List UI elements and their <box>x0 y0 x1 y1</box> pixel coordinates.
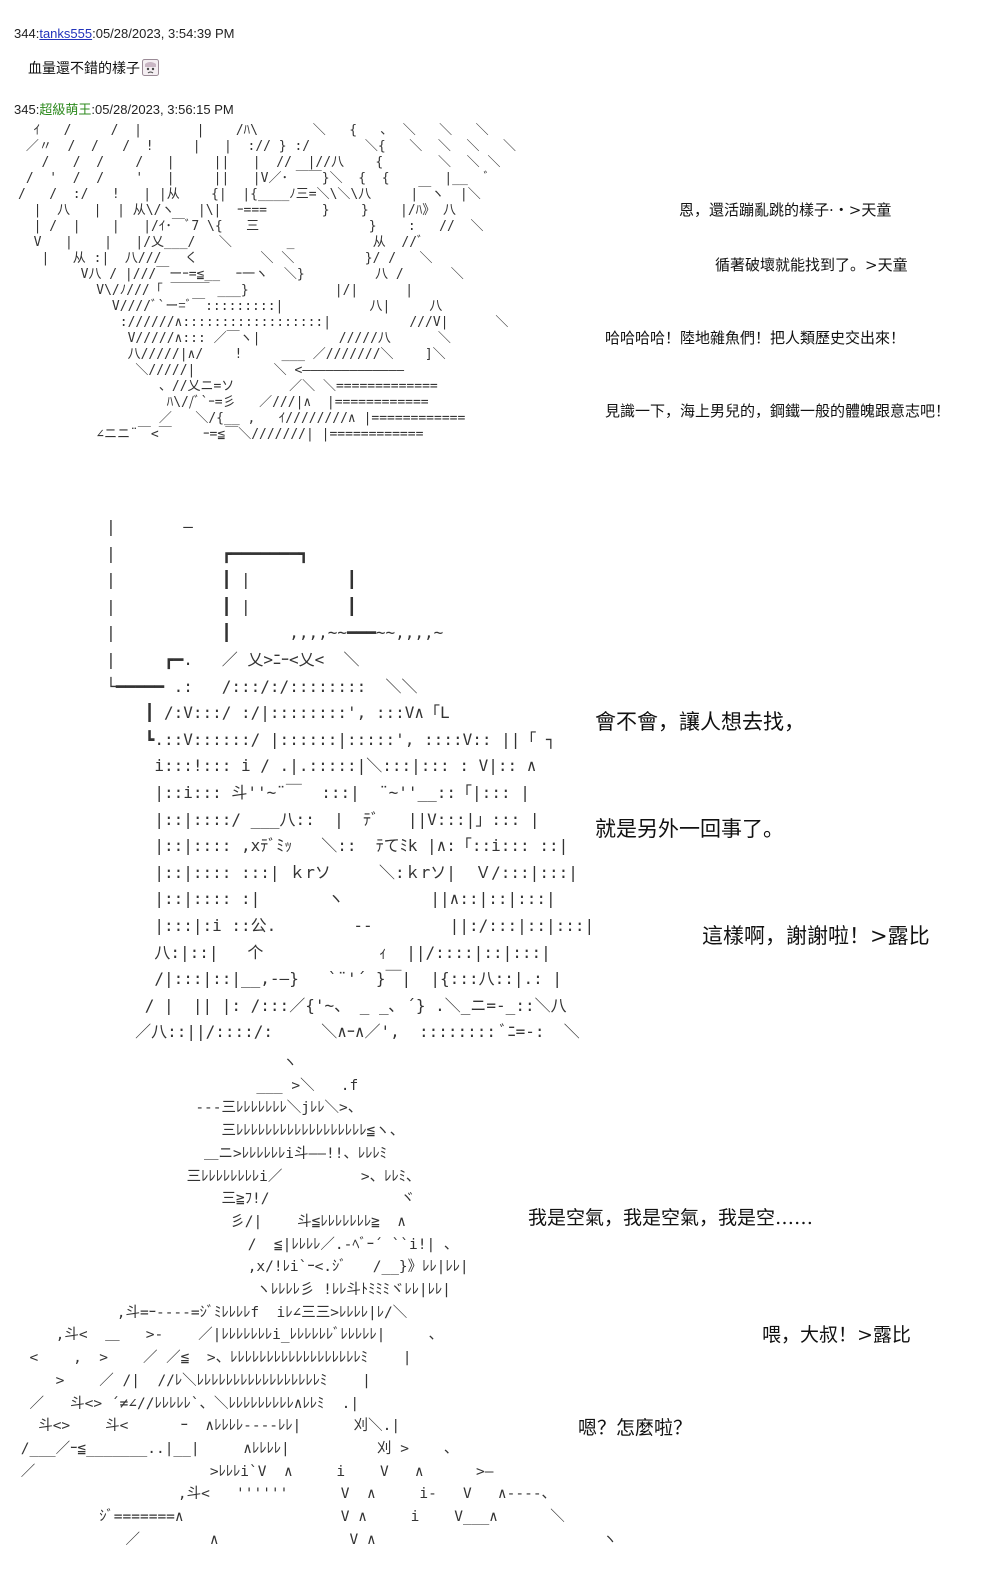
post-comment-344: 血量還不錯的樣子 <box>28 58 159 78</box>
dialogue-line-3-1: 我是空氣，我是空氣，我是空…… <box>528 1207 814 1229</box>
ascii-art-panel-3: ヽ ___ >＼ .f ---三ﾚﾚﾚﾚﾚﾚﾚ＼jﾚﾚ＼>、 三ﾚﾚﾚﾚﾚﾚﾚﾚ… <box>20 1055 618 1548</box>
sad-face-emote-icon <box>142 59 159 76</box>
post-header-344: 344:tanks555:05/28/2023, 3:54:39 PM <box>14 26 235 41</box>
username-name[interactable]: 超級萌王 <box>39 102 92 117</box>
post-number: 344 <box>14 26 36 41</box>
separator: : <box>35 26 40 41</box>
dialogue-line-1-1: 恩，還活蹦亂跳的樣子·‧>天童 <box>679 201 892 219</box>
dialogue-line-1-2: 循著破壞就能找到了。>天童 <box>715 256 908 274</box>
dialogue-line-2-1: 會不會，讓人想去找， <box>595 710 805 734</box>
ascii-art-panel-1: ｲ / / | | /ﾊ\ ＼ { ､ ＼ ＼ ＼ ／〃 / / / ! | |… <box>18 123 516 442</box>
post-datetime: 05/28/2023, 3:56:15 PM <box>94 102 234 117</box>
dialogue-line-1-3: 哈哈哈哈！陸地雜魚們！把人類歷史交出來！ <box>605 329 906 347</box>
dialogue-line-3-2: 喂，大叔！>露比 <box>762 1324 911 1346</box>
separator: : <box>91 102 95 117</box>
dialogue-line-2-2: 就是另外一回事了。 <box>595 817 784 841</box>
post-number: 345 <box>14 102 36 117</box>
post-datetime: 05/28/2023, 3:54:39 PM <box>95 26 235 41</box>
separator: : <box>92 26 96 41</box>
dialogue-line-3-3: 嗯？怎麼啦？ <box>578 1417 693 1439</box>
dialogue-line-2-3: 這樣啊，謝謝啦！>露比 <box>702 924 930 948</box>
dialogue-line-1-4: 見識一下，海上男兒的，鋼鐵一般的體魄跟意志吧！ <box>605 402 951 420</box>
username-link[interactable]: tanks555 <box>39 26 93 41</box>
ascii-art-panel-2: | ― | ┏━━━━━━━┓ | ┃ | ┃ | ┃ | ┃ | ┃ ,,,,… <box>106 517 595 1042</box>
comment-text: 血量還不錯的樣子 <box>28 61 140 77</box>
separator: : <box>35 102 40 117</box>
post-header-345: 345:超級萌王:05/28/2023, 3:56:15 PM <box>14 99 234 118</box>
